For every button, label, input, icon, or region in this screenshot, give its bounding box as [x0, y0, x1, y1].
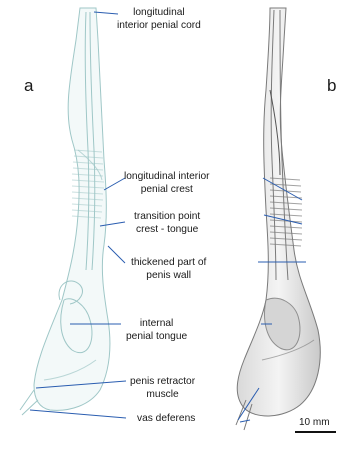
label-transition-point: transition point crest - tongue	[134, 211, 200, 236]
label-retractor-line2: muscle	[130, 389, 195, 402]
label-transition-line1: transition point	[134, 211, 200, 224]
label-penis-retractor-muscle: penis retractor muscle	[130, 376, 195, 401]
label-crest-line1: longitudinal interior	[124, 171, 210, 184]
penis-drawing-b	[236, 8, 320, 430]
label-retractor-line1: penis retractor	[130, 376, 195, 389]
scale-bar-label: 10 mm	[299, 417, 330, 428]
penis-drawing-a	[20, 8, 110, 415]
label-longitudinal-interior-penial-cord: longitudinal interior penial cord	[117, 7, 201, 32]
label-vas-line1: vas deferens	[137, 413, 195, 426]
label-longitudinal-interior-penial-crest: longitudinal interior penial crest	[124, 171, 210, 196]
label-tongue-line2: penial tongue	[126, 331, 187, 344]
label-vas-deferens: vas deferens	[137, 413, 195, 426]
label-thickened-line1: thickened part of	[131, 257, 206, 270]
label-cord-line2: interior penial cord	[117, 20, 201, 33]
label-crest-line2: penial crest	[124, 184, 210, 197]
label-thickened-penis-wall: thickened part of penis wall	[131, 257, 206, 282]
panel-label-b: b	[327, 76, 336, 96]
panel-label-a: a	[24, 76, 33, 96]
label-internal-penial-tongue: internal penial tongue	[126, 318, 187, 343]
label-thickened-line2: penis wall	[131, 270, 206, 283]
label-cord-line1: longitudinal	[117, 7, 201, 20]
label-transition-line2: crest - tongue	[134, 224, 200, 237]
label-tongue-line1: internal	[126, 318, 187, 331]
